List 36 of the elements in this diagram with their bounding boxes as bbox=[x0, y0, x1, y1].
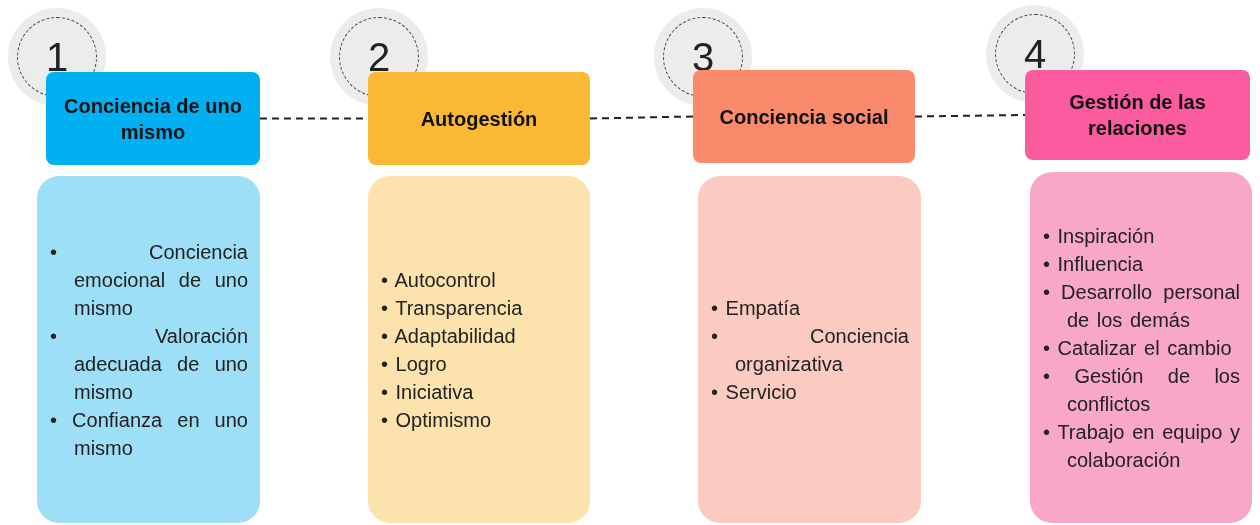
list-item: • Optimismo bbox=[381, 407, 493, 433]
list-card bbox=[698, 176, 921, 523]
list-item: • Trabajo en equipo y colaboración bbox=[1043, 419, 1240, 473]
step-number: 1 bbox=[45, 34, 69, 80]
list-item: • Iniciativa bbox=[381, 379, 475, 405]
header-box bbox=[693, 70, 915, 163]
list-card bbox=[1030, 172, 1252, 523]
header-box bbox=[46, 72, 260, 165]
list-item: • Conciencia emocional de uno mismo bbox=[50, 239, 248, 321]
list-item: • Influencia bbox=[1043, 251, 1145, 277]
header-text: Conciencia social bbox=[719, 104, 889, 130]
list-card bbox=[37, 176, 260, 523]
list-item: • Catalizar el cambio bbox=[1043, 335, 1233, 361]
step-number: 3 bbox=[691, 34, 715, 80]
list-item: • Adaptabilidad bbox=[381, 323, 517, 349]
list-item: • Empatía bbox=[711, 295, 802, 321]
list-item: • Valoración adecuada de uno mismo bbox=[50, 323, 248, 405]
dashed-connector bbox=[914, 114, 1026, 118]
step-number: 2 bbox=[367, 34, 391, 80]
step-number: 4 bbox=[1023, 31, 1047, 77]
list-item: • Conciencia organizativa bbox=[711, 323, 909, 377]
list-item: • Desarrollo personal de los demás bbox=[1043, 279, 1240, 333]
list-item: • Inspiración bbox=[1043, 223, 1156, 249]
list-item: • Servicio bbox=[711, 379, 798, 405]
dashed-connector bbox=[589, 115, 694, 120]
header-box bbox=[368, 72, 590, 165]
list-item: • Logro bbox=[381, 351, 448, 377]
list-item: • Transparencia bbox=[381, 295, 524, 321]
header-box bbox=[1025, 70, 1250, 160]
list-item: • Confianza en uno mismo bbox=[50, 407, 248, 461]
header-text: Autogestión bbox=[420, 106, 538, 132]
list-item: • Gestión de los conflictos bbox=[1043, 363, 1240, 417]
list-card bbox=[368, 176, 590, 523]
header-text: Gestión de las relaciones bbox=[1068, 90, 1207, 141]
list-item: • Autocontrol bbox=[381, 267, 497, 293]
header-text: Conciencia de uno mismo bbox=[63, 93, 243, 145]
